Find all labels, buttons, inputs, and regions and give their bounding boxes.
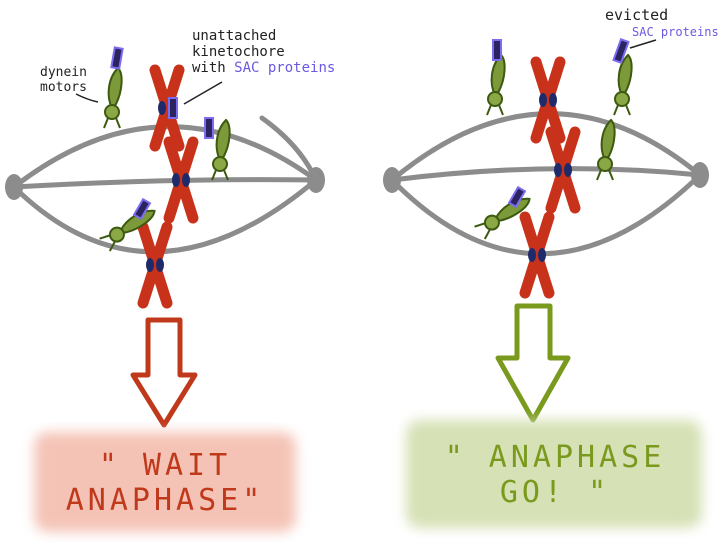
right-pole-left <box>383 167 401 193</box>
wait-anaphase-banner: " WAIT ANAPHASE" <box>40 448 290 518</box>
left-pole-left <box>5 174 23 200</box>
wait-arrow <box>130 317 198 428</box>
dynein-motor <box>613 54 633 116</box>
go-arrow <box>495 303 571 423</box>
dynein-motors-label: dynein motors <box>40 65 87 95</box>
chromosome <box>536 62 560 138</box>
dynein-motor <box>211 119 231 181</box>
chromosome <box>525 217 549 293</box>
right-pole-right <box>691 162 709 188</box>
kinetochore-pointer-arrow <box>183 81 223 105</box>
motors-text: motors <box>40 80 87 95</box>
dynein-pointer-arrow <box>75 93 99 103</box>
dynein-text: dynein <box>40 65 87 80</box>
evicted-pointer-arrow <box>629 39 657 49</box>
sac-protein <box>507 185 527 209</box>
anaphase-go-banner: " ANAPHASE GO! " <box>410 440 700 510</box>
chromosome <box>143 227 167 303</box>
dynein-motor <box>103 67 123 129</box>
wait-text: " WAIT <box>98 448 232 483</box>
kinetochore-label: unattached kinetochore with SAC proteins <box>192 28 335 76</box>
chromosome <box>169 142 193 218</box>
left-pole-right <box>307 167 325 193</box>
sac-proteins-text: SAC proteins <box>234 60 336 76</box>
kinetochore-text: kinetochore <box>192 44 285 60</box>
sac-protein <box>492 39 502 61</box>
evicted-sac-label: SAC proteins <box>632 25 719 39</box>
with-text: with <box>192 60 226 76</box>
sac-protein <box>204 117 214 139</box>
sac-protein <box>132 197 152 221</box>
unattached-text: unattached <box>192 28 277 44</box>
evicted-label: evicted <box>605 6 669 24</box>
anaphase-text: ANAPHASE" <box>65 483 265 518</box>
chromosome <box>551 132 575 208</box>
sac-protein-marker <box>168 97 178 119</box>
sac-protein <box>612 38 630 64</box>
wait-banner-bg <box>34 432 296 532</box>
anaphase-text: " ANAPHASE <box>444 440 666 475</box>
go-text: GO! " <box>499 475 611 510</box>
dynein-motor <box>486 54 506 116</box>
go-banner-bg <box>406 420 702 528</box>
sac-protein <box>110 46 124 70</box>
